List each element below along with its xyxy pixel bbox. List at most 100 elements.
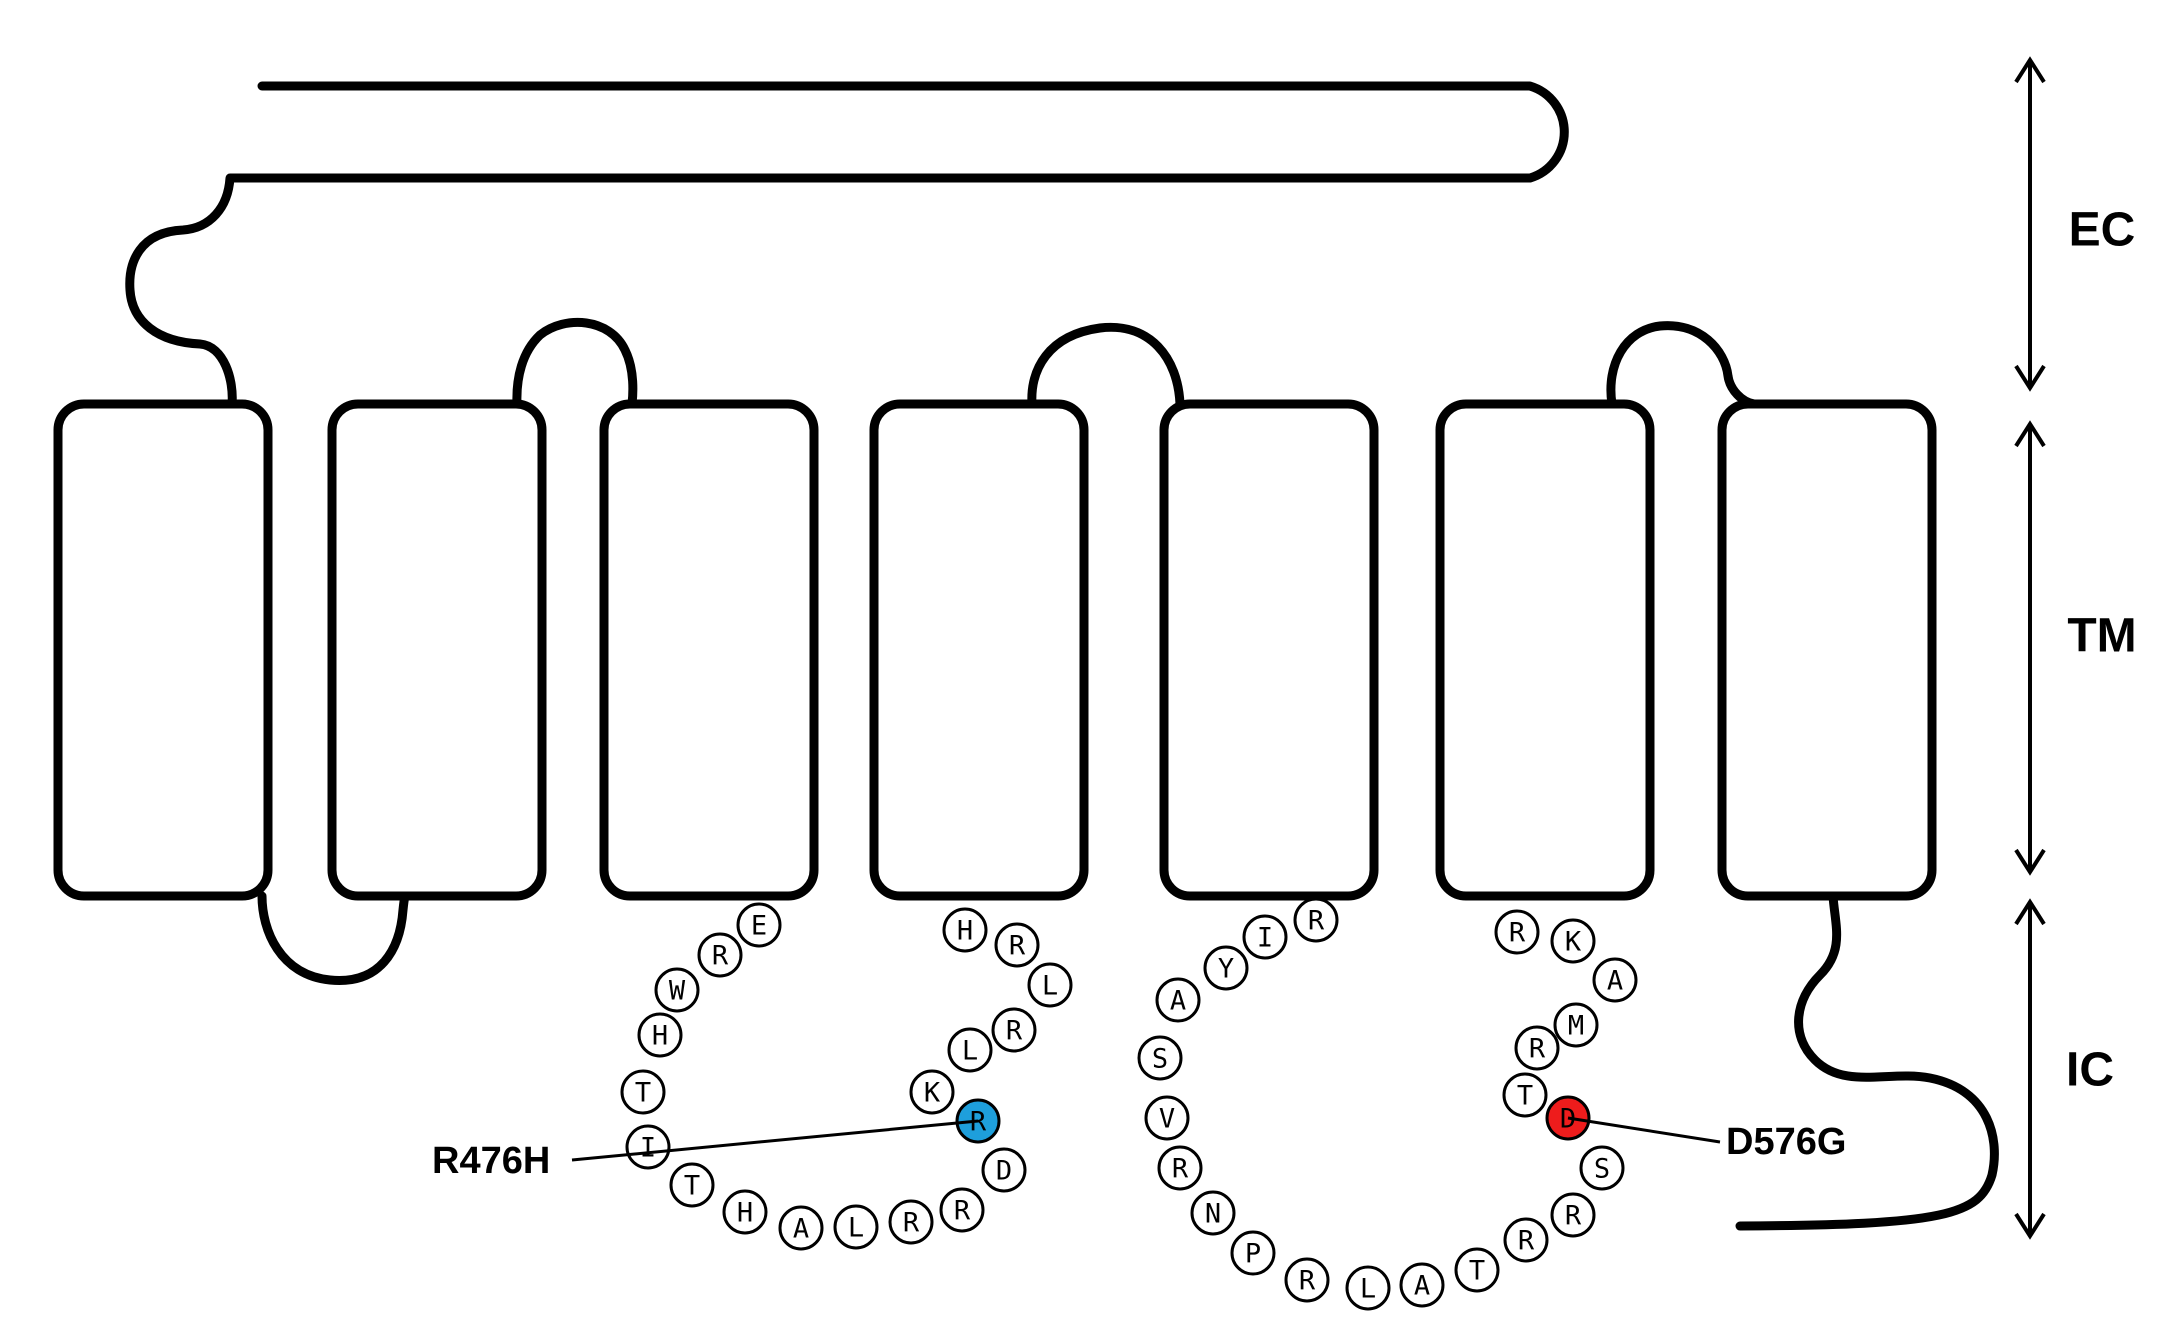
residue-letter: L [1360,1274,1376,1305]
residue-circle [1155,977,1201,1023]
residue-letter: W [669,976,686,1007]
residue: M [1553,1002,1599,1048]
residue-letter: S [1594,1154,1610,1185]
tm-label: TM [2067,610,2136,663]
residue: T [1502,1072,1548,1118]
residue-circle [1027,962,1073,1008]
residue-letter: L [848,1213,864,1244]
residue-circle [697,932,743,978]
ec-arrow-head-bottom [2014,364,2046,392]
residue-letter: P [1245,1239,1261,1270]
residue-letter: R [1518,1226,1535,1257]
residue: T [620,1069,666,1115]
transmembrane-helices [53,399,1937,901]
tm-helix-5 [1159,399,1379,901]
residue-circle [947,1027,993,1073]
residue: L [833,1204,879,1250]
residue-circle [1502,1072,1548,1118]
ec-label: EC [2069,204,2136,257]
residue: R [1157,1145,1203,1191]
tm-arrow-head-bottom [2014,848,2046,876]
tm-helix-6 [1435,399,1655,901]
ec-loop-2 [1027,322,1185,409]
residue-letter: T [635,1078,651,1109]
residue-circle [1399,1262,1445,1308]
tm-arrow-head-top [2014,420,2046,448]
residue: N [1190,1190,1236,1236]
residue-letter: R [970,1107,987,1138]
ic-loop-1 [257,891,410,985]
residue-circle [1284,1257,1330,1303]
residue: S [1579,1145,1625,1191]
residue: K [909,1069,955,1115]
residue: L [1027,962,1073,1008]
residue-circle [736,902,782,948]
residue-letter: A [1414,1271,1430,1302]
residue-circle [1503,1217,1549,1263]
residue: T [669,1162,715,1208]
ec-loop-3 [1606,321,1759,409]
residue-circle [625,1124,671,1170]
residue: R [1284,1257,1330,1303]
residue-circle [778,1205,824,1251]
residue: R [1503,1217,1549,1263]
d576g-label: D576G [1726,1121,1846,1163]
residue: I [1242,914,1288,960]
residue: L [947,1027,993,1073]
residue: T [1454,1247,1500,1293]
residue-letter: A [1607,966,1623,997]
tm-region-indicator: TM [2014,420,2137,876]
residue-circle [669,1162,715,1208]
residue-circle [994,922,1040,968]
residue-letter: L [962,1036,978,1067]
tm-helix-1 [53,399,273,901]
residue: R [1550,1192,1596,1238]
residue-letter: H [652,1021,668,1052]
residue-letter: N [1205,1199,1221,1230]
tm-helix-4 [869,399,1089,901]
residue-circle [1157,1145,1203,1191]
residue-letter: H [957,916,973,947]
residue: R [697,932,743,978]
residue: A [1155,977,1201,1023]
ec-region-indicator: EC [2014,56,2136,392]
residue-circle [620,1069,666,1115]
residue-letter: A [1170,986,1186,1017]
residue: E [736,902,782,948]
residue-letter: Y [1218,954,1234,985]
r476h-callout-line [571,1119,979,1162]
residue-letter: R [1006,1016,1023,1047]
residue: V [1144,1095,1190,1141]
residue-circle [637,1012,683,1058]
residue: W [654,967,700,1013]
residue-letter: T [684,1171,700,1202]
residue-circle [1454,1247,1500,1293]
residue: Y [1203,945,1249,991]
residue-circle [1579,1145,1625,1191]
ic-label: IC [2066,1044,2114,1097]
residue: H [942,907,988,953]
d576g-callout-line [1567,1116,1721,1144]
residue-circle [1550,1192,1596,1238]
ic-region-indicator: IC [2014,898,2114,1240]
residue-circle [1514,1025,1560,1071]
residue-circle [1494,909,1540,955]
residue: A [778,1205,824,1251]
residue-circle [1553,1002,1599,1048]
residue: I [625,1124,671,1170]
residue-circle [1144,1095,1190,1141]
residue-letter: D [996,1156,1012,1187]
tm-helix-3 [599,399,819,901]
residue-circle [833,1204,879,1250]
residue: R [1494,909,1540,955]
residue: R [994,922,1040,968]
residue: K [1550,918,1596,964]
residue-letter: R [1009,931,1026,962]
residue-circle [888,1199,934,1245]
tm-helix-2 [327,399,547,901]
residue: D [981,1147,1027,1193]
residue: R [1293,897,1339,943]
residue: S [1137,1035,1183,1081]
